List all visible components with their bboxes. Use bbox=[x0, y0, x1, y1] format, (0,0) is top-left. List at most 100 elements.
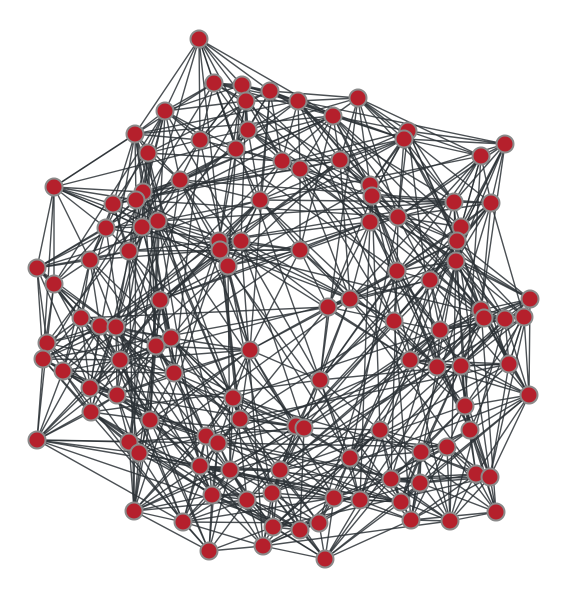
graph-edge bbox=[247, 129, 462, 228]
graph-edge bbox=[112, 133, 136, 205]
graph-edge bbox=[198, 38, 334, 117]
graph-edge bbox=[324, 365, 462, 560]
graph-edge bbox=[297, 97, 359, 102]
graph-edge bbox=[218, 201, 455, 242]
graph-edge bbox=[455, 260, 506, 320]
graph-edge bbox=[53, 186, 91, 261]
graph-edge bbox=[90, 411, 151, 421]
graph-edge bbox=[80, 317, 241, 420]
graph-edge bbox=[436, 317, 485, 368]
graph-edge bbox=[80, 317, 305, 429]
graph-node bbox=[440, 511, 460, 531]
graph-node bbox=[288, 91, 308, 111]
graph-node bbox=[315, 549, 335, 569]
graph-node bbox=[27, 430, 47, 450]
graph-edge bbox=[138, 435, 207, 454]
graph-node bbox=[290, 240, 310, 260]
graph-edge bbox=[179, 115, 334, 181]
graph-node bbox=[480, 467, 500, 487]
graph-edge bbox=[464, 363, 510, 407]
graph-edge bbox=[489, 394, 530, 478]
graph-node bbox=[348, 88, 368, 108]
graph-node bbox=[471, 146, 491, 166]
graph-edge bbox=[182, 521, 264, 547]
graph-edge bbox=[53, 186, 114, 205]
graph-edge bbox=[339, 159, 351, 300]
graph-edge bbox=[249, 349, 321, 381]
graph-edge bbox=[299, 168, 482, 311]
graph-edge bbox=[324, 497, 335, 560]
graph-edge bbox=[134, 38, 200, 135]
graph-edge bbox=[333, 497, 412, 521]
graph-edge bbox=[119, 359, 184, 523]
graph-node bbox=[226, 139, 246, 159]
graph-edge bbox=[36, 325, 101, 441]
graph-edge bbox=[371, 195, 455, 203]
graph-node bbox=[107, 385, 127, 405]
graph-edge bbox=[89, 259, 101, 327]
graph-edge bbox=[349, 279, 431, 459]
graph-node bbox=[173, 512, 193, 532]
graph-node bbox=[138, 143, 158, 163]
graph-edge bbox=[164, 110, 181, 181]
graph-edge bbox=[218, 240, 411, 361]
graph-edge bbox=[455, 260, 525, 318]
graph-node bbox=[220, 460, 240, 480]
graph-edge bbox=[115, 199, 261, 328]
graph-edge bbox=[116, 349, 251, 396]
graph-edge bbox=[90, 411, 248, 501]
graph-edge bbox=[170, 337, 361, 501]
graph-node bbox=[230, 409, 250, 429]
graph-node bbox=[384, 311, 404, 331]
graph-node bbox=[519, 385, 539, 405]
graph-node bbox=[420, 270, 440, 290]
graph-edge bbox=[455, 260, 530, 396]
graph-edge bbox=[159, 265, 229, 301]
graph-edge bbox=[149, 419, 201, 467]
graph-edge bbox=[170, 337, 320, 524]
graph-node bbox=[495, 134, 515, 154]
graph-edge bbox=[42, 358, 121, 361]
graph-edge bbox=[324, 501, 402, 560]
graph-edge bbox=[53, 186, 144, 193]
graph-node bbox=[232, 75, 252, 95]
graph-node bbox=[263, 517, 283, 537]
graph-edge bbox=[229, 429, 381, 471]
graph-node bbox=[33, 349, 53, 369]
graph-edge bbox=[90, 379, 321, 413]
graph-edge bbox=[460, 316, 525, 367]
graph-edge bbox=[523, 316, 530, 396]
graph-edge bbox=[397, 155, 482, 218]
graph-node bbox=[106, 317, 126, 337]
graph-edge bbox=[138, 452, 361, 501]
graph-node bbox=[170, 170, 190, 190]
graph-node bbox=[164, 363, 184, 383]
graph-edge bbox=[259, 138, 405, 201]
graph-edge bbox=[359, 482, 421, 501]
graph-edge bbox=[357, 97, 409, 132]
graph-node bbox=[189, 29, 209, 49]
graph-edge bbox=[170, 249, 301, 339]
graph-edge bbox=[279, 469, 335, 499]
graph-edge bbox=[89, 249, 221, 261]
graph-edge bbox=[133, 435, 207, 512]
graph-edge bbox=[407, 130, 482, 157]
graph-edge bbox=[429, 279, 491, 478]
graph-node bbox=[210, 240, 230, 260]
graph-node bbox=[71, 308, 91, 328]
graph-edge bbox=[259, 199, 455, 203]
graph-edge bbox=[247, 129, 261, 201]
graph-node bbox=[290, 159, 310, 179]
graph-node bbox=[124, 501, 144, 521]
graph-node bbox=[103, 194, 123, 214]
graph-edge bbox=[133, 452, 140, 512]
graph-edge bbox=[262, 545, 326, 560]
graph-node bbox=[150, 290, 170, 310]
graph-node bbox=[110, 350, 130, 370]
graph-node bbox=[451, 356, 471, 376]
graph-edge bbox=[227, 184, 371, 267]
graph-edge bbox=[149, 349, 251, 421]
graph-node bbox=[231, 231, 251, 251]
graph-edge bbox=[141, 226, 172, 339]
graph-node bbox=[446, 251, 466, 271]
